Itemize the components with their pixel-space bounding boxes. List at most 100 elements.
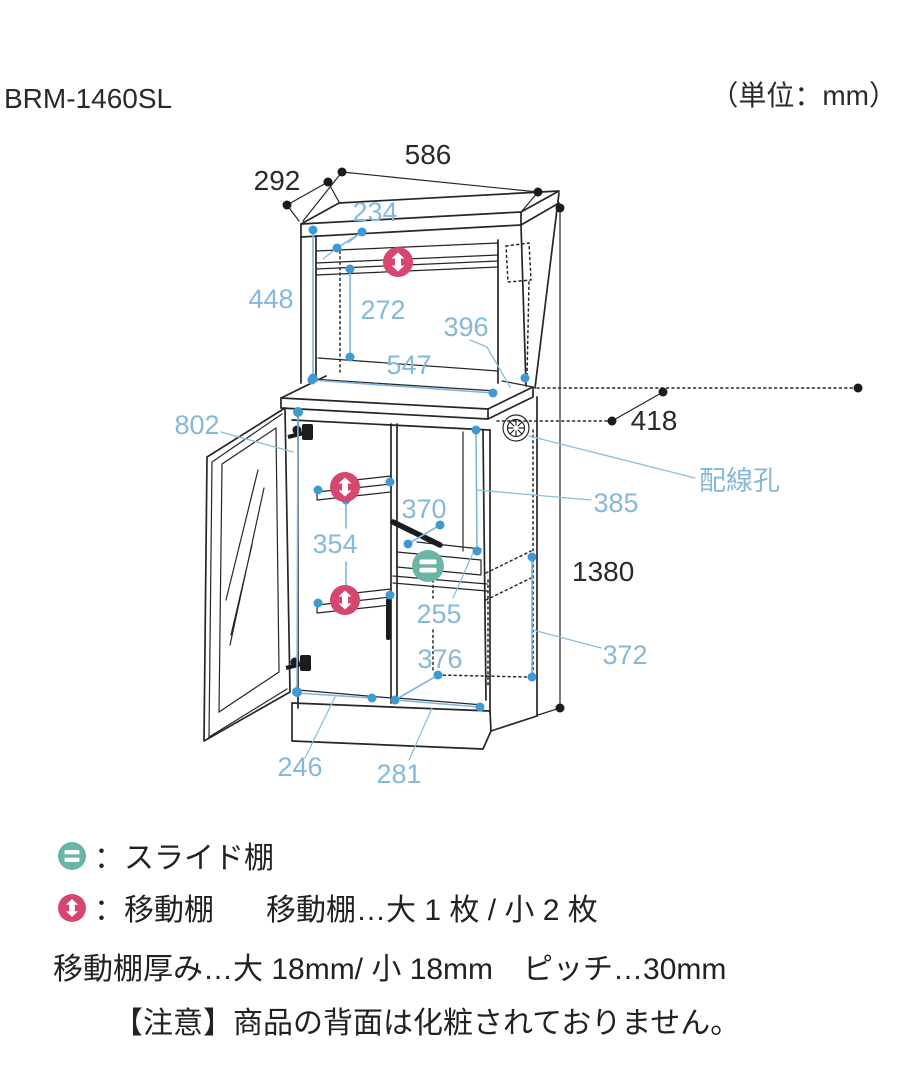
slide-shelf-icon-circle	[58, 842, 86, 870]
dim-dot	[472, 546, 482, 556]
dim-line-385	[475, 429, 478, 552]
legend: ：スライド棚 ：移動棚 移動棚…大 1 枚 / 小 2 枚 移動棚厚み…大 18…	[53, 842, 740, 1040]
up-down-arrow-icon	[391, 252, 405, 272]
dim-extensions-top	[286, 171, 539, 222]
door-hinge-top	[287, 424, 313, 440]
dimension-labels: BRM-1460SL （単位：mm） 586 292 418 1380 234 …	[4, 80, 897, 789]
dim-line-802	[296, 412, 299, 693]
leader-385	[476, 489, 592, 501]
slide-bar-icon	[419, 567, 437, 573]
dim-dot	[308, 225, 318, 235]
slide-bar-icon	[419, 559, 437, 565]
dim-dot	[403, 539, 413, 549]
floor-back-dotted	[437, 674, 528, 678]
dim-dot	[607, 416, 617, 426]
dim-dot	[435, 520, 445, 530]
dim-label-281: 281	[376, 759, 421, 789]
dim-dot	[433, 670, 443, 680]
dim-dot	[282, 200, 292, 210]
dim-dot	[345, 264, 355, 274]
hinge-plate-bottom	[300, 655, 311, 671]
unit-note: （単位：mm）	[710, 80, 897, 111]
hutch-top-face	[300, 190, 560, 225]
dim-label-396: 396	[443, 312, 488, 342]
dim-line-376	[394, 674, 439, 701]
dim-dot	[367, 693, 377, 703]
door-thickness-edge	[208, 413, 288, 738]
right-panel-inner-edge	[482, 430, 487, 701]
dim-label-802: 802	[174, 410, 219, 440]
dim-dot	[520, 373, 530, 383]
legend-movable-shelf-label: ：移動棚	[94, 894, 214, 927]
slide-bar-icon	[64, 850, 80, 855]
slide-rail	[390, 519, 443, 548]
center-divider	[390, 423, 398, 704]
shelf-markers	[330, 247, 444, 615]
dim-label-1380: 1380	[572, 556, 634, 587]
hutch-back-right-dotted	[526, 281, 530, 378]
dim-dot	[853, 383, 863, 393]
dim-label-376: 376	[417, 644, 462, 674]
slide-shelf-icon-circle	[412, 550, 444, 582]
hutch-right-panel	[497, 224, 527, 387]
dim-label-586: 586	[405, 139, 452, 170]
slide-shelf-icon	[412, 550, 444, 582]
floor-front-edge	[291, 702, 491, 712]
dim-line-547	[311, 379, 494, 394]
hutch-right-back-edge	[534, 192, 560, 389]
dim-label-234: 234	[352, 197, 397, 227]
dim-line-246	[296, 692, 373, 699]
counter-left-edge	[280, 375, 327, 399]
plinth	[291, 702, 538, 750]
dim-dot	[488, 388, 498, 398]
dim-line-292	[286, 181, 329, 206]
dim-dot	[307, 375, 317, 385]
right-door-top-edge	[392, 575, 488, 592]
dim-dot	[313, 598, 323, 608]
movable-shelf-icon	[330, 585, 360, 615]
leader-wiring-hole	[528, 435, 696, 479]
legend-movable-shelf-detail: 移動棚…大 1 枚 / 小 2 枚	[266, 894, 598, 927]
legend-slide-shelf-label: ：スライド棚	[94, 842, 274, 875]
wiring-hole-label: 配線孔	[699, 466, 780, 496]
door-glass-frame	[218, 426, 280, 714]
dim-label-292: 292	[254, 165, 301, 196]
dim-dot	[313, 485, 323, 495]
dim-dot	[555, 203, 565, 213]
dim-dot	[292, 687, 302, 697]
leader-246	[304, 696, 336, 759]
dim-label-272: 272	[360, 295, 405, 325]
legend-movable-shelf-icon	[58, 894, 86, 922]
hinge-cup-bottom	[290, 657, 300, 667]
dim-dot	[323, 177, 333, 187]
hutch-right-top-edge	[520, 202, 560, 226]
door-outer-frame	[203, 407, 291, 742]
leader-281	[408, 707, 433, 761]
leader-372	[532, 629, 602, 649]
dim-dot	[475, 702, 485, 712]
dim-dot	[658, 387, 668, 397]
dim-dot	[527, 552, 537, 562]
dim-label-372: 372	[602, 640, 647, 670]
dim-dot	[385, 590, 395, 600]
dim-dot	[390, 695, 400, 705]
legend-caution-note: 【注意】商品の背面は化粧されておりません。	[113, 1007, 740, 1040]
dimension-dots-black	[282, 167, 863, 713]
hinge-plate-top	[302, 424, 313, 440]
grommet-spokes	[506, 418, 526, 438]
open-glass-door	[203, 407, 291, 742]
counter-board	[280, 375, 534, 420]
dim-dot	[332, 243, 342, 253]
dim-dot	[337, 167, 347, 177]
dim-label-255: 255	[416, 599, 461, 629]
dimensions-black	[282, 167, 863, 716]
legend-slide-shelf-icon	[58, 842, 86, 870]
counter-right-face	[487, 386, 534, 420]
counter-front-face	[280, 397, 489, 420]
dim-dot	[555, 703, 565, 713]
leader-396	[469, 339, 511, 388]
dim-dot	[357, 227, 367, 237]
dim-dot	[385, 477, 395, 487]
